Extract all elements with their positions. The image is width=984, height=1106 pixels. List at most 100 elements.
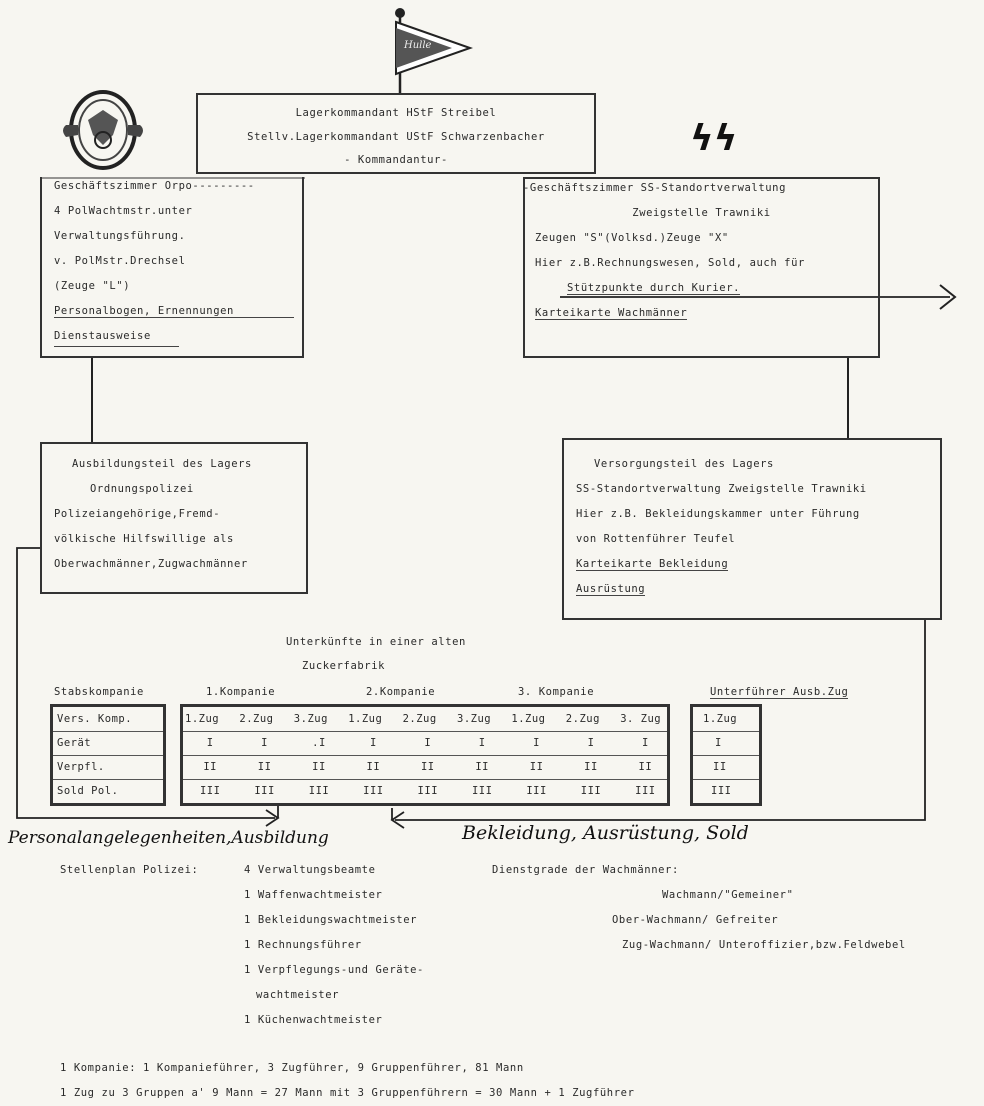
unterkuenfte-line-1: Unterkünfte in einer alten	[286, 636, 466, 648]
ausb-zug-table-box: 1.Zug I II III	[690, 704, 762, 806]
ausbildung-line-5: Oberwachmänner,Zugwachmänner	[54, 558, 248, 570]
dienstgrade-label: Dienstgrade der Wachmänner:	[492, 864, 679, 876]
zug-header-cell: 2.Zug	[565, 713, 600, 725]
sold-cell: III	[308, 785, 330, 797]
dienstgrad-3: Zug-Wachmann/ Unteroffizier,bzw.Feldwebe…	[622, 939, 906, 951]
geraet-cell: I	[206, 737, 214, 749]
dienstgrad-2: Ober-Wachmann/ Gefreiter	[612, 914, 779, 926]
ss-line-5: Stützpunkte durch Kurier.	[567, 282, 741, 295]
ss-line-1: -Geschäftszimmer SS-Standortverwaltung	[523, 182, 787, 194]
ausbildung-line-3: Polizeiangehörige,Fremd-	[54, 508, 221, 520]
versorgung-line-6: Ausrüstung	[576, 583, 646, 596]
orpo-line-1: Geschäftszimmer Orpo---------	[54, 180, 255, 192]
sold-cell: III	[417, 785, 439, 797]
verpfl-cell: II	[203, 761, 218, 773]
zug-header-cell: 3.Zug	[457, 713, 492, 725]
stellenplan-item-1: 4 Verwaltungsbeamte	[244, 864, 376, 876]
verpfl-cell: II	[475, 761, 490, 773]
unterkuenfte-line-2: Zuckerfabrik	[302, 660, 386, 672]
footer-kompanie-line: 1 Kompanie: 1 Kompanieführer, 3 Zugführe…	[60, 1062, 524, 1074]
ausbildung-line-4: völkische Hilfswillige als	[54, 533, 234, 545]
ausbildung-line-1: Ausbildungsteil des Lagers	[72, 458, 252, 470]
kompanie-2-label: 2.Kompanie	[366, 686, 436, 698]
geraet-cell: I	[587, 737, 595, 749]
sold-cell: III	[580, 785, 602, 797]
stellenplan-item-2: 1 Waffenwachtmeister	[244, 889, 383, 901]
geschaeftszimmer-ss-box: -Geschäftszimmer SS-Standortverwaltung Z…	[523, 177, 880, 358]
zug-header-cell: 2.Zug	[239, 713, 274, 725]
versorgung-line-1: Versorgungsteil des Lagers	[594, 458, 774, 470]
handwritten-right-label: Bekleidung, Ausrüstung, Sold	[462, 822, 749, 844]
geraet-cell: I	[533, 737, 540, 749]
ss-line-2: Zweigstelle Trawniki	[632, 207, 771, 219]
geraet-cell: .I	[312, 737, 326, 749]
ausb-zug-header: 1.Zug	[703, 713, 738, 725]
sold-cell: III	[199, 785, 221, 797]
pennant-lettering: Hulle	[404, 40, 432, 51]
kompanie-1-label: 1.Kompanie	[206, 686, 276, 698]
stellenplan-label: Stellenplan Polizei:	[60, 864, 199, 876]
stellenplan-item-5: 1 Verpflegungs-und Geräte-	[244, 964, 424, 976]
geraet-cell: I	[478, 737, 486, 749]
sold-cell: III	[635, 785, 656, 797]
sold-cell: III	[526, 785, 547, 797]
zug-header-cell: 3. Zug	[620, 713, 662, 725]
orpo-line-7: Dienstausweise	[54, 330, 151, 342]
verpfl-cell: II	[638, 761, 653, 773]
orpo-line-6: Personalbogen, Ernennungen	[54, 305, 294, 318]
zug-header-cell: 2.Zug	[402, 713, 437, 725]
stellv-kommandant-line: Stellv.Lagerkommandant UStF Schwarzenbac…	[247, 131, 545, 143]
verpfl-cell: II	[420, 761, 435, 773]
sold-cell: III	[254, 785, 275, 797]
ausb-zug-sold: III	[711, 785, 732, 797]
orpo-line-4: v. PolMstr.Drechsel	[54, 255, 186, 267]
verpfl-cell: II	[366, 761, 381, 773]
verpfl-cell: II	[529, 761, 544, 773]
footer-zug-line: 1 Zug zu 3 Gruppen a' 9 Mann = 27 Mann m…	[60, 1087, 635, 1099]
orpo-line-3: Verwaltungsführung.	[54, 230, 186, 242]
versorgungsteil-box: Versorgungsteil des Lagers SS-Standortve…	[562, 438, 942, 620]
ss-runes-mark: ϟϟ	[690, 118, 738, 159]
dienstgrad-1: Wachmann/"Gemeiner"	[662, 889, 794, 901]
pennant-flag	[395, 8, 474, 95]
row-label-verpfl: Verpfl.	[57, 761, 105, 773]
ss-line-4: Hier z.B.Rechnungswesen, Sold, auch für	[535, 257, 805, 269]
kommandantur-label: - Kommandantur-	[344, 154, 448, 166]
orpo-line-2: 4 PolWachtmstr.unter	[54, 205, 193, 217]
ss-line-3: Zeugen "S"(Volksd.)Zeuge "X"	[535, 232, 729, 244]
row-label-vers-komp: Vers. Komp.	[57, 713, 133, 725]
zug-header-cell: 3.Zug	[293, 713, 328, 725]
geraet-cell: I	[369, 737, 377, 749]
kommandantur-box: Lagerkommandant HStF Streibel Stellv.Lag…	[196, 93, 596, 174]
row-label-sold-pol: Sold Pol.	[57, 785, 119, 797]
versorgung-line-3: Hier z.B. Bekleidungskammer unter Führun…	[576, 508, 860, 520]
verpfl-cell: II	[257, 761, 272, 773]
versorgung-line-2: SS-Standortverwaltung Zweigstelle Trawni…	[576, 483, 867, 495]
ausbildung-line-2: Ordnungspolizei	[90, 483, 194, 495]
stellenplan-item-4: 1 Rechnungsführer	[244, 939, 362, 951]
geschaeftszimmer-orpo-box: Geschäftszimmer Orpo--------- 4 PolWacht…	[40, 177, 304, 358]
verpfl-cell: II	[584, 761, 598, 773]
ausb-zug-verpfl: II	[713, 761, 727, 773]
kompanie-3-label: 3. Kompanie	[518, 686, 595, 698]
stellenplan-item-3: 1 Bekleidungswachtmeister	[244, 914, 418, 926]
kommandant-line: Lagerkommandant HStF Streibel	[295, 107, 497, 119]
ss-line-6: Karteikarte Wachmänner	[535, 307, 688, 320]
geraet-cell: I	[424, 737, 432, 749]
geraet-cell: I	[641, 737, 649, 749]
versorgung-line-5: Karteikarte Bekleidung	[576, 558, 729, 571]
police-emblem-icon	[63, 90, 143, 170]
stellenplan-item-6: wachtmeister	[256, 989, 340, 1001]
sold-cell: III	[363, 785, 384, 797]
row-label-geraet: Gerät	[57, 737, 92, 749]
geraet-cell: I	[261, 737, 268, 749]
verpfl-cell: II	[312, 761, 326, 773]
zug-header-cell: 1.Zug	[348, 713, 383, 725]
versorgung-line-4: von Rottenführer Teufel	[576, 533, 736, 545]
ausbildungsteil-box: Ausbildungsteil des Lagers Ordnungspoliz…	[40, 442, 308, 594]
unterfuehrer-ausbzug-label: Unterführer Ausb.Zug	[710, 686, 849, 699]
zug-header-cell: 1.Zug	[511, 713, 546, 725]
sold-cell: III	[471, 785, 493, 797]
